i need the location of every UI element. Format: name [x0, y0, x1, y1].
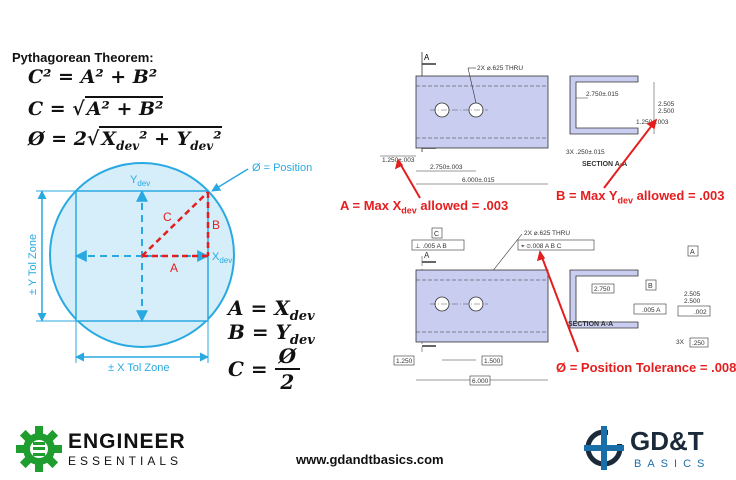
- formula-pos-end: ²: [213, 128, 222, 150]
- formula-pos-x: X: [101, 128, 117, 150]
- formula-title: Pythagorean Theorem:: [12, 50, 154, 65]
- bottom-sec-note-value: .250: [692, 340, 705, 347]
- formula-c-root: C = √A² + B²: [28, 96, 164, 120]
- bottom-sec-fcf-flat: .002: [694, 309, 707, 316]
- eq-a: A = Xdev: [228, 296, 315, 324]
- eq-b: B = Ydev: [228, 320, 315, 348]
- bottom-sec-fcf-perp-box: [633, 303, 667, 315]
- formula-pos-y-sub: dev: [190, 138, 214, 153]
- max-x-annotation: A = Max Xdev allowed = .003: [340, 198, 509, 216]
- top-sec-dim-2500: 2.500: [658, 108, 675, 115]
- brand-right-line1: GD&T: [630, 426, 704, 456]
- bottom-cut-label-top: A: [424, 251, 430, 260]
- bottom-fcf-perp-box: [411, 239, 465, 251]
- red-arrow-x: [397, 159, 421, 199]
- eq-c-lhs: C =: [228, 357, 275, 381]
- top-callout-leader: [467, 67, 477, 104]
- top-technical-drawing: A A 2X ⌀.625 THRU 1.250±.003 2.750±.003 …: [380, 52, 675, 199]
- bottom-hole-callout: 2X ⌀.625 THRU: [524, 230, 570, 237]
- bottom-datum-b: B: [648, 283, 653, 290]
- bottom-fcf-pos: ⌖ ⌀.008 A B C: [521, 243, 562, 250]
- bottom-fcf-perp: ⊥ .005 A B: [415, 243, 447, 250]
- bottom-sec-fcf-perp: .005 A: [642, 307, 661, 314]
- position-label: Ø = Position: [252, 162, 312, 174]
- brand-left-line1: ENGINEER: [68, 430, 186, 453]
- formula-pythagoras: C² = A² + B²: [28, 66, 158, 88]
- bottom-datum-c: C: [434, 231, 439, 238]
- red-arrow-position: [539, 251, 579, 353]
- hypotenuse-c: [141, 191, 209, 257]
- top-cut-label-top: A: [424, 53, 430, 62]
- bottom-datum-b-box: [645, 279, 657, 291]
- top-dim-2750: 2.750±.003: [430, 164, 463, 171]
- red-arrow-y: [603, 119, 657, 189]
- max-y-annotation: B = Max Ydev allowed = .003: [556, 188, 725, 206]
- label-c: C: [163, 210, 172, 224]
- formula-c-radicand: A² + B²: [84, 96, 164, 120]
- top-dim-6000: 6.000±.015: [462, 177, 495, 184]
- bottom-datum-c-box: [431, 227, 443, 239]
- bottom-datum-a: A: [690, 249, 695, 256]
- formula-c-lhs: C =: [28, 98, 73, 120]
- formula-pos-lhs: Ø = 2: [28, 128, 87, 150]
- label-b: B: [212, 218, 220, 232]
- red-arrowhead-y: [646, 118, 658, 130]
- top-sec-dim-2505: 2.505: [658, 101, 675, 108]
- top-sec-note: 3X .250±.015: [566, 149, 605, 156]
- bottom-sec-dim-2750: 2.750: [594, 286, 611, 293]
- bottom-technical-drawing: C ⊥ .005 A B 2X ⌀.625 THRU ⌖ ⌀.008 A B C…: [393, 227, 711, 386]
- bottom-dim-6000-box: [469, 375, 491, 386]
- top-section-profile: [569, 75, 639, 135]
- brand-right-line2: BASICS: [634, 458, 711, 470]
- eq-c-denominator: 2: [280, 370, 295, 394]
- top-section-label: SECTION A-A: [582, 161, 627, 168]
- engineer-essentials-gear-icon: [16, 426, 62, 472]
- formula-pos-x-sub: dev: [116, 138, 140, 153]
- formula-position: Ø = 2√Xdev² + Ydev²: [28, 126, 222, 153]
- bottom-section-profile: [569, 269, 639, 329]
- bottom-dim-1500: 1.500: [484, 358, 501, 365]
- x-zone-label: ± X Tol Zone: [108, 362, 169, 374]
- bottom-dim-6000: 6.000: [472, 378, 489, 385]
- bottom-section-label: SECTION A-A: [568, 321, 613, 328]
- bottom-sec-dim-2500: 2.500: [684, 298, 701, 305]
- sqrt-sign-2: √: [86, 128, 100, 150]
- top-hole-callout: 2X ⌀.625 THRU: [477, 65, 523, 72]
- bottom-dim-1250-box: [393, 355, 415, 366]
- bottom-sec-2750-box: [591, 283, 615, 294]
- red-arrowhead-x: [394, 158, 404, 170]
- bottom-sec-dim-2505: 2.505: [684, 291, 701, 298]
- position-leader: [211, 168, 249, 192]
- xdev-label: Xdev: [212, 251, 232, 265]
- bottom-sec-note-box: [689, 337, 709, 348]
- formula-pos-radicand: Xdev² + Ydev²: [99, 126, 222, 153]
- eq-c-numerator: Ø: [274, 344, 301, 370]
- bottom-fcf-pos-box: [517, 239, 595, 251]
- ydev-label: Ydev: [130, 174, 150, 188]
- sqrt-sign: √: [72, 98, 85, 120]
- bottom-datum-a-box: [687, 245, 699, 257]
- red-arrowhead-position: [536, 250, 546, 262]
- bottom-sec-fcf-flat-box: [677, 305, 711, 317]
- bottom-sec-note: 3X: [676, 339, 685, 346]
- y-zone-label: ± Y Tol Zone: [27, 234, 39, 295]
- bottom-dim-1500-box: [481, 355, 503, 366]
- gdt-basics-logo-icon: [584, 426, 626, 470]
- brand-left-line2: ESSENTIALS: [68, 454, 183, 468]
- bottom-dim-1250: 1.250: [396, 358, 413, 365]
- top-sec-dim-2750: 2.750±.015: [586, 91, 619, 98]
- position-tolerance-annotation: Ø = Position Tolerance = .008: [556, 360, 736, 375]
- website-url[interactable]: www.gdandtbasics.com: [296, 452, 444, 467]
- label-a: A: [170, 261, 178, 275]
- formula-pos-mid: ² + Y: [139, 128, 191, 150]
- tolerance-zone-diagram: Ø = Position Ydev Xdev C B A ± Y Tol Zon…: [27, 162, 312, 374]
